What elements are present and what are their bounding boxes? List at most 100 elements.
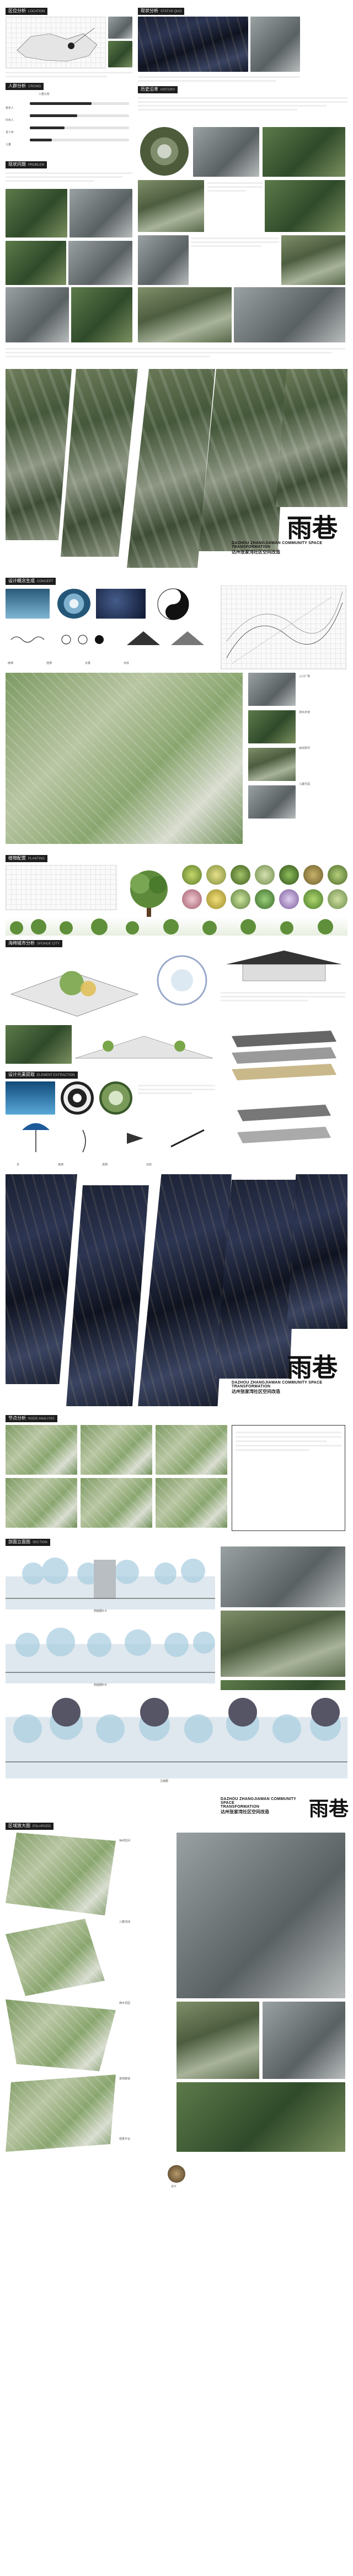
problem-photo-6 <box>71 287 132 342</box>
concept-photo-sky <box>96 589 146 619</box>
crowd-panel: 人群分析 老年人中年人青少年儿童 <box>6 93 132 159</box>
status-photo-3 <box>138 180 204 232</box>
elevation-drawing-svg <box>6 1698 347 1762</box>
planting-swatches-2 <box>182 889 347 922</box>
element-ripple <box>61 1081 94 1115</box>
status-photo-2 <box>250 17 300 72</box>
plan-photo-4 <box>248 785 296 819</box>
exploded-drawing <box>232 1031 336 1080</box>
crowd-row: 儿童 <box>6 138 132 148</box>
section-render-1 <box>221 1546 345 1607</box>
crowd-row: 中年人 <box>6 114 132 124</box>
detail-label: 景观廊道 <box>119 2077 131 2081</box>
section-drawing-1 <box>6 1549 215 1609</box>
concept-elements-drawing <box>10 631 204 645</box>
crowd-label: 青少年 <box>6 131 14 134</box>
analysis-text-box <box>232 1425 345 1531</box>
detail-plan-3 <box>6 1999 116 2071</box>
taiji-icon <box>157 588 189 620</box>
brand-title-2: DAZHOU ZHANGJIAWAN COMMUNITY SPACE TRANS… <box>232 1381 323 1394</box>
location-text <box>6 70 132 80</box>
crowd-label: 老年人 <box>6 107 14 110</box>
plan-label: 入口广场 <box>299 675 311 678</box>
element-text <box>138 1083 215 1116</box>
location-map <box>6 17 106 68</box>
detail-render-2 <box>176 2002 259 2079</box>
street-diagram-drawing <box>74 1036 213 1059</box>
night-shard-4 <box>215 1180 298 1379</box>
sponge-axon-drawing <box>10 971 138 1017</box>
section-render-2 <box>221 1611 345 1677</box>
section-label-b: 剖面图B-B <box>94 1683 107 1687</box>
brand-mark-3: 雨巷 <box>309 1797 349 1820</box>
analysis-plan-5 <box>81 1478 152 1528</box>
aerial-shard-1 <box>6 369 72 540</box>
detail-label-5: 观景平台 <box>119 2137 131 2141</box>
plan-label: 儿童乐园 <box>299 783 311 786</box>
analysis-plan-4 <box>6 1478 77 1528</box>
analysis-plan-6 <box>156 1478 227 1528</box>
plan-label: 休闲草坪 <box>299 747 311 750</box>
concept-photo-ripple <box>57 589 90 619</box>
detail-render-1 <box>176 1833 345 1998</box>
crowd-bar <box>30 114 129 117</box>
detail-label: 雨水花园 <box>119 2002 131 2005</box>
brand-mark-1: 雨巷 <box>287 513 338 543</box>
detail-label: 休闲空间 <box>119 1839 131 1843</box>
sponge-cycle-diagram <box>149 950 215 1011</box>
concept-element-row <box>6 623 215 662</box>
status-photo-4 <box>265 180 345 232</box>
crowd-row: 老年人 <box>6 102 132 112</box>
crowd-bar <box>30 102 129 105</box>
crowd-legend-title: 人群分析 <box>39 93 50 96</box>
concept-label: 云纹 <box>124 662 130 665</box>
status-text-2 <box>207 180 263 232</box>
status-text <box>138 74 300 84</box>
elevation-label: 立面图 <box>160 1780 169 1783</box>
status-photo-6 <box>281 235 345 285</box>
crowd-bar <box>30 126 129 129</box>
status-photo-7 <box>138 287 232 342</box>
elevation-drawing <box>6 1690 347 1778</box>
sponge-cycle-drawing <box>157 955 207 1006</box>
tree-icon <box>130 870 168 922</box>
section-label-a: 剖面图A-A <box>94 1609 107 1613</box>
detail-render-4 <box>176 2082 345 2152</box>
element-plan-circle <box>99 1081 132 1115</box>
plan-legend: 入口广场 滨水步道 休闲草坪 儿童乐园 <box>299 675 349 786</box>
plan-photo-2 <box>248 710 296 743</box>
sponge-photo-1 <box>6 1025 72 1064</box>
sponge-axonometric <box>6 950 143 1022</box>
plan-label: 滨水步道 <box>299 711 311 714</box>
concept-sketch-drawing <box>226 591 343 664</box>
crowd-label: 儿童 <box>6 143 12 146</box>
detail-render-3 <box>263 2002 345 2079</box>
concept-label: 太极 <box>85 662 91 665</box>
element-label: 涟漪 <box>102 1163 108 1166</box>
problem-photo-5 <box>6 287 69 342</box>
aerial-shard-2 <box>61 369 138 557</box>
master-plan <box>6 673 243 844</box>
location-photo <box>108 17 132 39</box>
status-aerial-photo <box>138 17 248 72</box>
analysis-plan-3 <box>156 1425 227 1475</box>
element-label: 云纹 <box>146 1163 152 1166</box>
pavilion-drawing <box>226 951 342 981</box>
element-photo-drop <box>6 1081 55 1115</box>
plan-photo-3 <box>248 748 296 781</box>
crowd-bar <box>30 139 129 141</box>
planting-strip-drawing <box>10 919 333 935</box>
sponge-text <box>221 990 345 1017</box>
history-text <box>138 95 347 124</box>
section-2-drawing <box>6 1628 215 1673</box>
night-shard-1 <box>6 1174 77 1384</box>
status-text-3 <box>191 235 279 285</box>
